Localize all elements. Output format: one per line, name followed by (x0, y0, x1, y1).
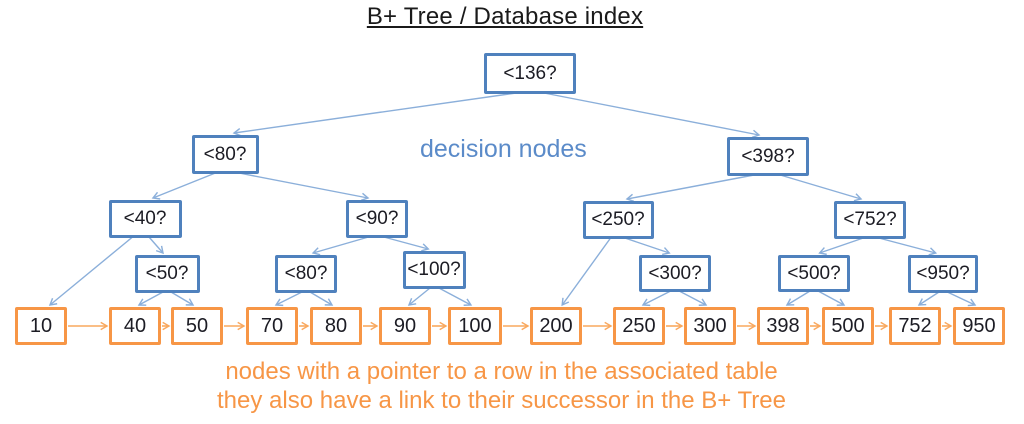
decision-node-l4-80: <80? (275, 255, 337, 293)
caption-line-2: they also have a link to their successor… (217, 387, 786, 414)
decision-node-l4-50: <50? (134, 255, 200, 293)
leaf-node-950: 950 (953, 307, 1005, 345)
leaf-node-80: 80 (310, 307, 362, 345)
leaf-node-40: 40 (109, 307, 161, 345)
decision-node-l3-90: <90? (346, 200, 408, 238)
decision-node-root-136: <136? (484, 53, 576, 94)
decision-node-l4-100: <100? (402, 251, 466, 289)
decision-node-l3-250: <250? (582, 201, 654, 239)
leaf-node-100: 100 (448, 307, 502, 345)
leaf-node-398: 398 (757, 307, 809, 345)
decision-node-l4-950: <950? (908, 255, 978, 293)
decision-node-l2-80: <80? (191, 135, 259, 174)
leaf-node-90: 90 (379, 307, 431, 345)
leaf-caption: nodes with a pointer to a row in the ass… (0, 357, 1003, 415)
leaf-node-200: 200 (530, 307, 582, 345)
decision-node-l4-500: <500? (778, 255, 850, 292)
leaf-node-300: 300 (684, 307, 736, 345)
leaf-node-500: 500 (822, 307, 874, 345)
caption-line-1: nodes with a pointer to a row in the ass… (225, 358, 778, 385)
decision-node-l3-40: <40? (108, 200, 182, 238)
leaf-node-10: 10 (15, 307, 67, 345)
leaf-node-50: 50 (171, 307, 223, 345)
leaf-node-250: 250 (613, 307, 665, 345)
leaf-node-752: 752 (889, 307, 941, 345)
decision-nodes-label: decision nodes (420, 135, 587, 163)
leaf-node-70: 70 (246, 307, 298, 345)
decision-node-l3-752: <752? (834, 201, 906, 239)
diagram-title: B+ Tree / Database index (366, 3, 644, 30)
decision-node-l4-300: <300? (639, 255, 711, 292)
decision-node-l2-398: <398? (727, 137, 809, 176)
